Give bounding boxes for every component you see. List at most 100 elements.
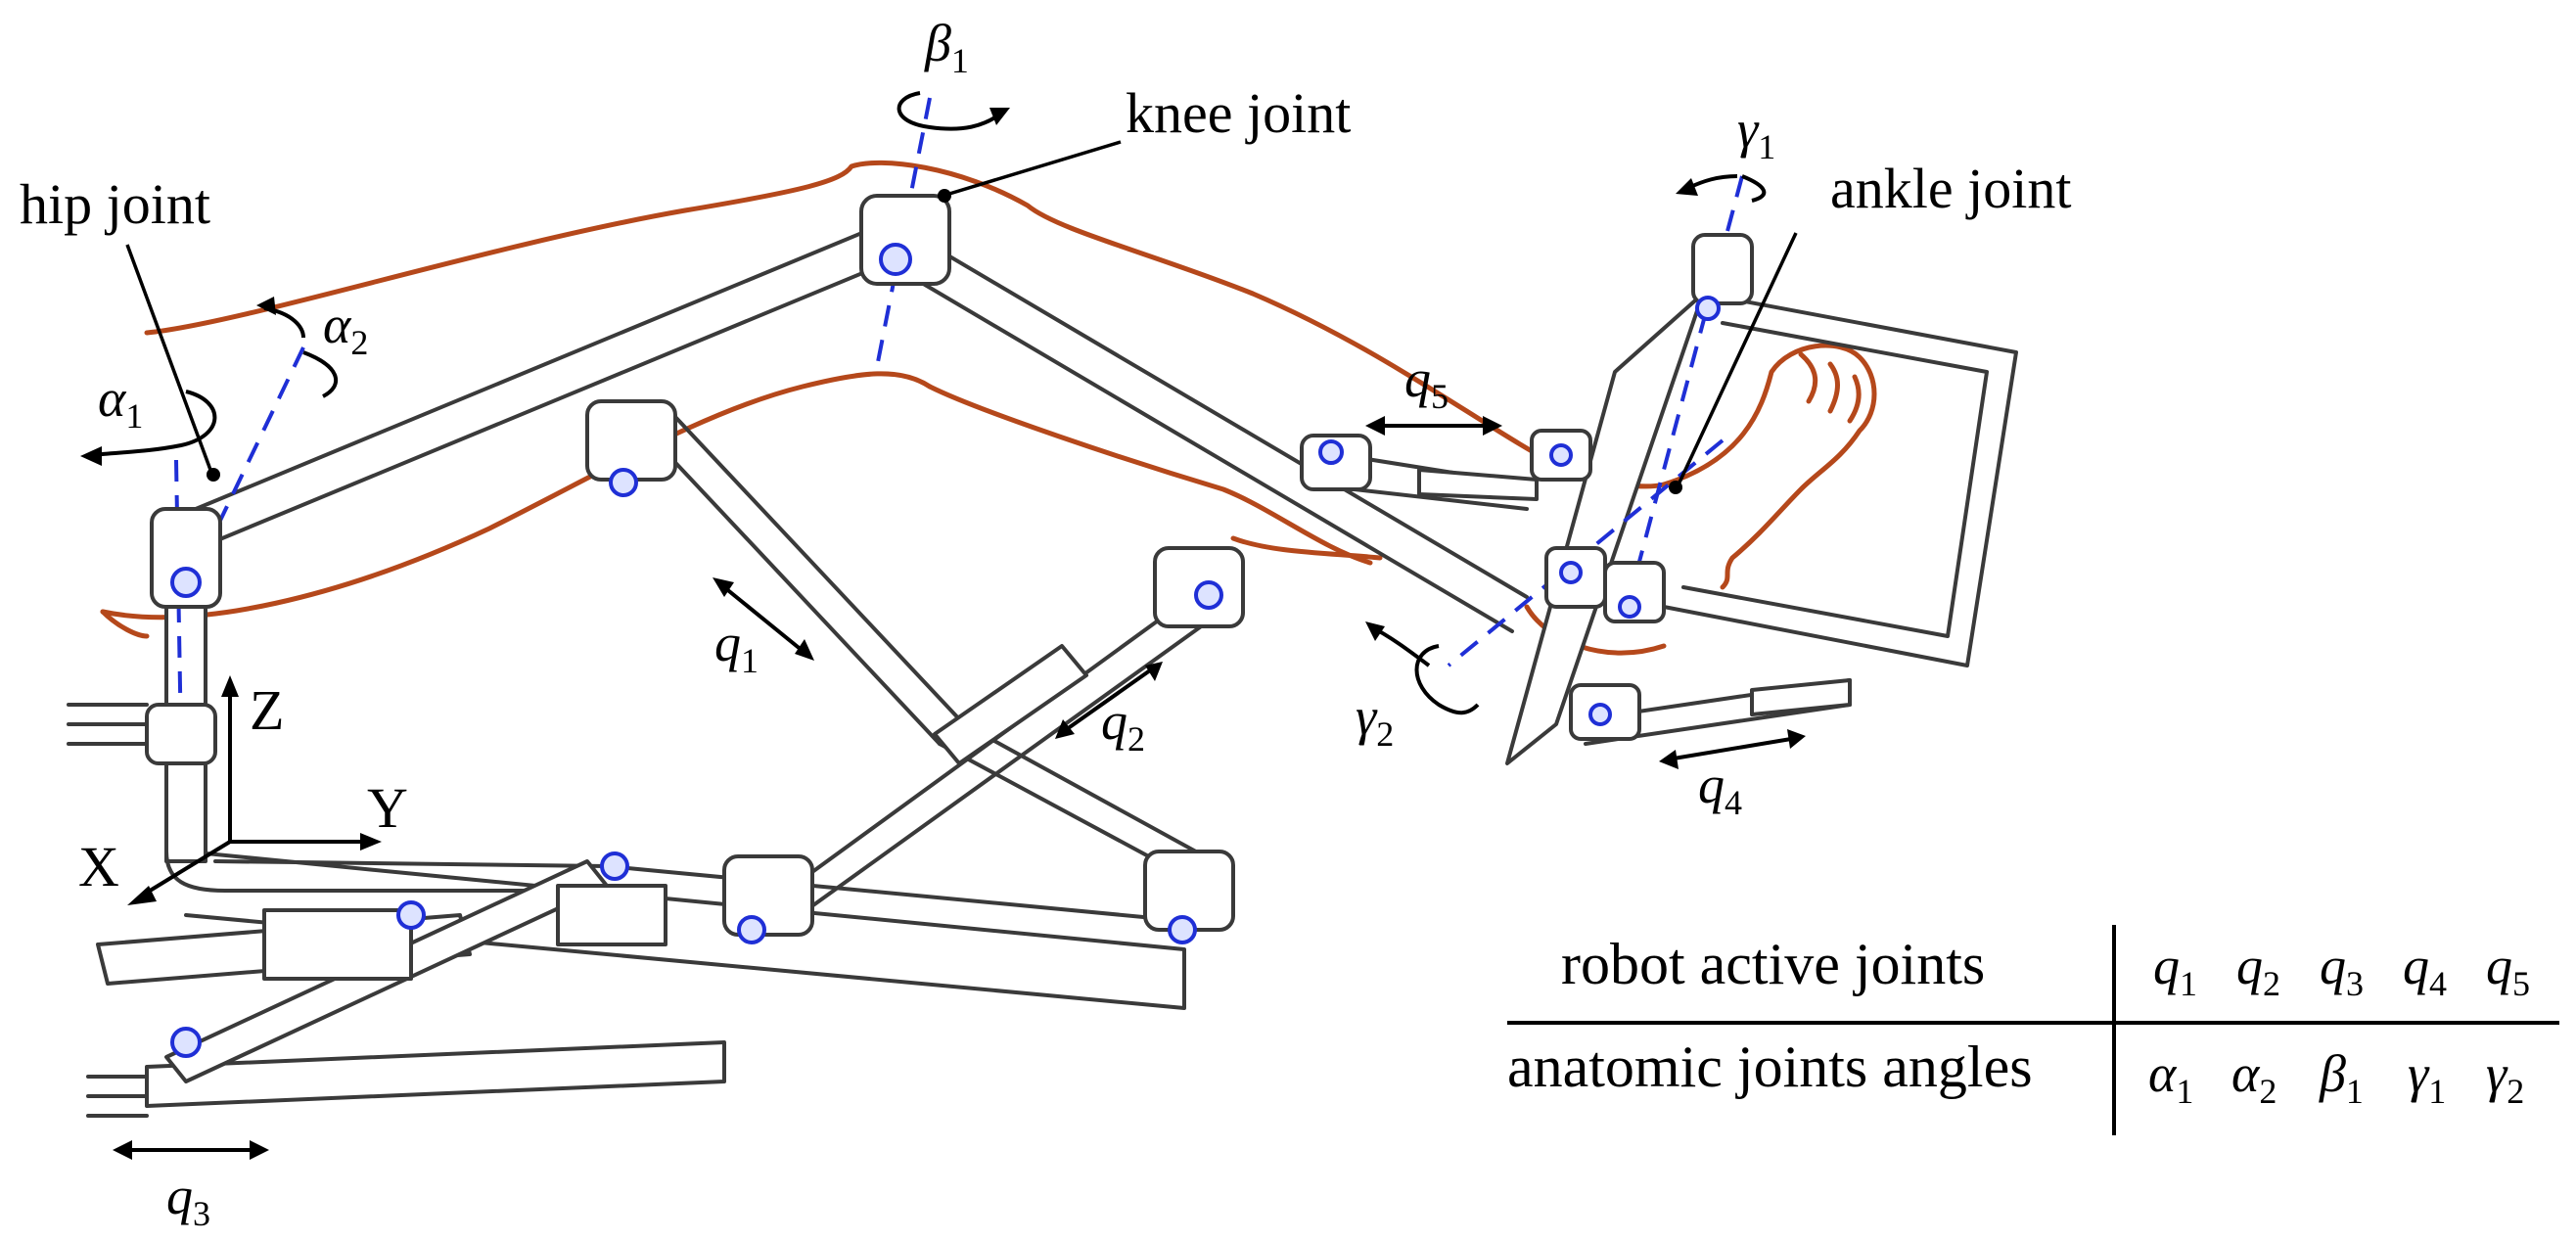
q3-arrowhead-b (250, 1140, 269, 1160)
actuator-q2-cylinder (933, 644, 1088, 765)
joint-labels: hip joint knee joint ankle joint (20, 81, 2071, 236)
q2-arrow (1065, 668, 1152, 731)
calf-contour (927, 384, 1373, 566)
q1-label: q1 (714, 614, 759, 680)
ankle-top-pin (1695, 296, 1721, 321)
q3-pin (170, 1027, 202, 1058)
table-row-2-header: anatomic joints angles (1507, 1035, 2033, 1099)
hip-lower-bracket (145, 703, 217, 765)
joint-pins (145, 194, 1754, 1058)
q2-label: q2 (1101, 692, 1145, 759)
y-axis-label: Y (367, 776, 408, 840)
table-row-2-cell-2: α2 (2231, 1044, 2277, 1111)
exoskeleton-frame (67, 223, 2018, 1118)
leader-lines (125, 140, 1798, 494)
foot-frame-inner (1681, 321, 1989, 638)
hip-axis-oblique (179, 346, 305, 603)
hip-leader (125, 244, 212, 471)
q4-rod (1750, 678, 1852, 716)
joint-mapping-table: robot active joints anatomic joints angl… (1507, 925, 2559, 1135)
knee-lower-pin (1194, 580, 1223, 610)
gamma2-arrow-tail (1369, 624, 1431, 667)
hip-joint-label: hip joint (20, 172, 210, 236)
q1-arrowhead-a (713, 577, 734, 597)
mid-lower-pin (737, 915, 766, 944)
rotation-arrows (80, 91, 1767, 715)
z-axis-label: Z (250, 678, 284, 742)
gamma1-arrowhead (1676, 178, 1698, 196)
knee-joint-label: knee joint (1126, 81, 1351, 145)
ankle-mid-pin (1549, 443, 1573, 467)
z-axis-head (221, 675, 239, 697)
hip-stub-contour (100, 609, 150, 639)
knee-leader-dot (938, 189, 951, 203)
ankle-lower-pin (1559, 561, 1583, 584)
q5-arrowhead-b (1483, 416, 1502, 436)
q3-arrowhead-a (113, 1140, 132, 1160)
bottom-left-rail (145, 1040, 726, 1108)
toe-1 (1798, 351, 1818, 404)
q4-pin (1588, 703, 1612, 726)
x-axis-label: X (78, 835, 119, 898)
base-bar-lower (184, 850, 1186, 1010)
coordinate-frame: Z Y X (78, 675, 408, 905)
thigh-lower-contour (100, 371, 933, 621)
thigh-upper-contour (144, 160, 1667, 489)
ankle-leader-dot (1669, 481, 1682, 494)
base-pin-1 (600, 851, 629, 881)
foot-frame-outer (1662, 292, 2018, 667)
beta1-arrow (897, 91, 1000, 131)
q3-label: q3 (166, 1167, 210, 1233)
linear-arrows (113, 416, 1806, 1160)
thigh-bar-upper (194, 223, 897, 545)
q5-rod (1417, 468, 1539, 501)
ankle-joint-label: ankle joint (1830, 157, 2071, 220)
knee-pin (879, 243, 912, 276)
beta1-label: β1 (924, 14, 969, 80)
table-row-2-cell-4: γ1 (2408, 1044, 2446, 1111)
q5-label: q5 (1404, 349, 1449, 416)
shank-bar-upper (913, 243, 1529, 633)
bottom-left-rail-lines (86, 1075, 149, 1118)
mid-thigh-pin (609, 468, 638, 497)
table-row-1-cell-4: q4 (2403, 937, 2447, 1003)
ankle-plate (1505, 292, 1705, 765)
hip-column-elbow (164, 850, 589, 893)
gamma2-arrow (1414, 644, 1480, 715)
alpha2-label: α2 (323, 296, 368, 362)
x-axis-head (127, 886, 157, 905)
table-row-1-header: robot active joints (1561, 932, 1985, 996)
actuator-q1-body (634, 399, 966, 746)
table-row-1-cell-2: q2 (2236, 937, 2280, 1003)
q4-label: q4 (1698, 756, 1742, 822)
gamma1-arrow (1687, 174, 1767, 203)
q5-arrowhead-a (1365, 416, 1385, 436)
mid-block (556, 884, 667, 946)
ankle-heel-pin (1618, 595, 1641, 619)
table-row-1-cell-1: q1 (2153, 937, 2197, 1003)
q1-arrowhead-b (795, 639, 814, 661)
y-axis-head (360, 833, 382, 851)
hip-pin (170, 567, 202, 598)
toe-2 (1827, 361, 1840, 414)
symbol-labels: α1 α2 β1 γ1 γ2 q1 q2 q3 q4 q5 (98, 14, 1775, 1233)
right-lower-pin (1168, 915, 1197, 944)
alpha1-arrow (92, 390, 217, 457)
gamma1-label: γ1 (1737, 100, 1775, 166)
ankle-top-bracket (1691, 233, 1754, 305)
q5-pin (1318, 439, 1344, 465)
table-row-2-cell-5: γ2 (2486, 1044, 2524, 1111)
alpha2-arrowhead (256, 297, 276, 315)
base-pin-2 (396, 900, 426, 930)
gamma2-label: γ2 (1356, 687, 1394, 754)
q3-carriage (262, 908, 413, 981)
left-rail-1 (67, 703, 149, 746)
shin-contour (1230, 535, 1383, 561)
q2-arrowhead-b (1145, 662, 1163, 681)
mid-thigh-bracket (585, 399, 677, 482)
hip-joint-bracket (150, 507, 222, 609)
hip-leader-dot (207, 468, 220, 482)
alpha1-label: α1 (98, 369, 143, 436)
